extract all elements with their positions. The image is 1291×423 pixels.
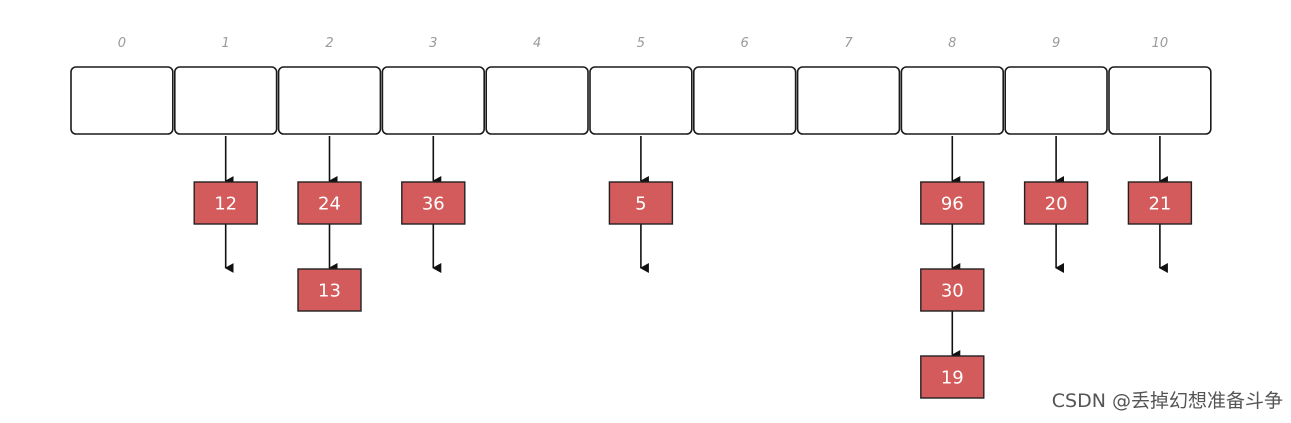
chain-node-value: 24 bbox=[318, 194, 341, 215]
slot-index-label: 3 bbox=[429, 36, 437, 51]
slot-index-label: 9 bbox=[1052, 36, 1060, 51]
chain-node-12 bbox=[193, 181, 258, 225]
hash-slot-8 bbox=[900, 66, 1005, 135]
chain-links bbox=[224, 136, 1168, 360]
slot-index-label: 7 bbox=[844, 36, 853, 51]
chain-node-20 bbox=[1023, 181, 1089, 225]
slot-index-label: 5 bbox=[637, 36, 645, 51]
hash-slot-6 bbox=[692, 66, 797, 135]
chain-node-value: 19 bbox=[941, 368, 964, 389]
hash-slot-5 bbox=[589, 66, 693, 135]
chain-node-24 bbox=[297, 181, 362, 225]
chain-node-13 bbox=[297, 268, 362, 312]
slot-index-label: 1 bbox=[222, 36, 230, 51]
hash-slot-2 bbox=[277, 66, 382, 135]
chain-node-value: 12 bbox=[214, 194, 237, 215]
chain-node-value: 5 bbox=[635, 194, 646, 215]
slot-index-label: 4 bbox=[533, 36, 541, 51]
chain-node-96 bbox=[920, 181, 985, 225]
chain-node-30 bbox=[920, 268, 985, 312]
chain-node-value: 13 bbox=[318, 281, 341, 302]
chain-nodes: 12 24 13 36 5 96 30 19 20 21 bbox=[193, 181, 1193, 399]
hash-slot-4 bbox=[485, 66, 589, 135]
chain-node-5 bbox=[608, 181, 674, 225]
slot-index-label: 6 bbox=[741, 36, 749, 51]
chain-node-21 bbox=[1127, 181, 1193, 225]
hash-slot-0 bbox=[70, 66, 174, 135]
chain-node-36 bbox=[401, 181, 466, 225]
chain-node-value: 36 bbox=[422, 194, 445, 215]
slot-index-label: 8 bbox=[948, 36, 956, 51]
hash-slot-9 bbox=[1004, 66, 1108, 135]
hash-slot-10 bbox=[1108, 66, 1212, 135]
slot-index-label: 2 bbox=[325, 36, 333, 51]
hash-slot-7 bbox=[796, 66, 901, 135]
hash-slot-3 bbox=[381, 66, 485, 135]
chain-node-19 bbox=[920, 355, 985, 399]
slot-index-label: 0 bbox=[118, 36, 126, 51]
chain-node-value: 20 bbox=[1045, 194, 1068, 215]
chain-node-value: 21 bbox=[1148, 194, 1171, 215]
chain-node-value: 96 bbox=[941, 194, 964, 215]
slot-array bbox=[70, 66, 1212, 135]
hash-slot-1 bbox=[174, 66, 278, 135]
chain-node-value: 30 bbox=[941, 281, 964, 302]
watermark: CSDN @丢掉幻想准备斗争 bbox=[1051, 390, 1283, 412]
slot-index-label: 10 bbox=[1152, 36, 1169, 51]
slot-index-labels: 0 1 2 3 4 5 6 7 8 9 10 bbox=[118, 36, 1168, 51]
